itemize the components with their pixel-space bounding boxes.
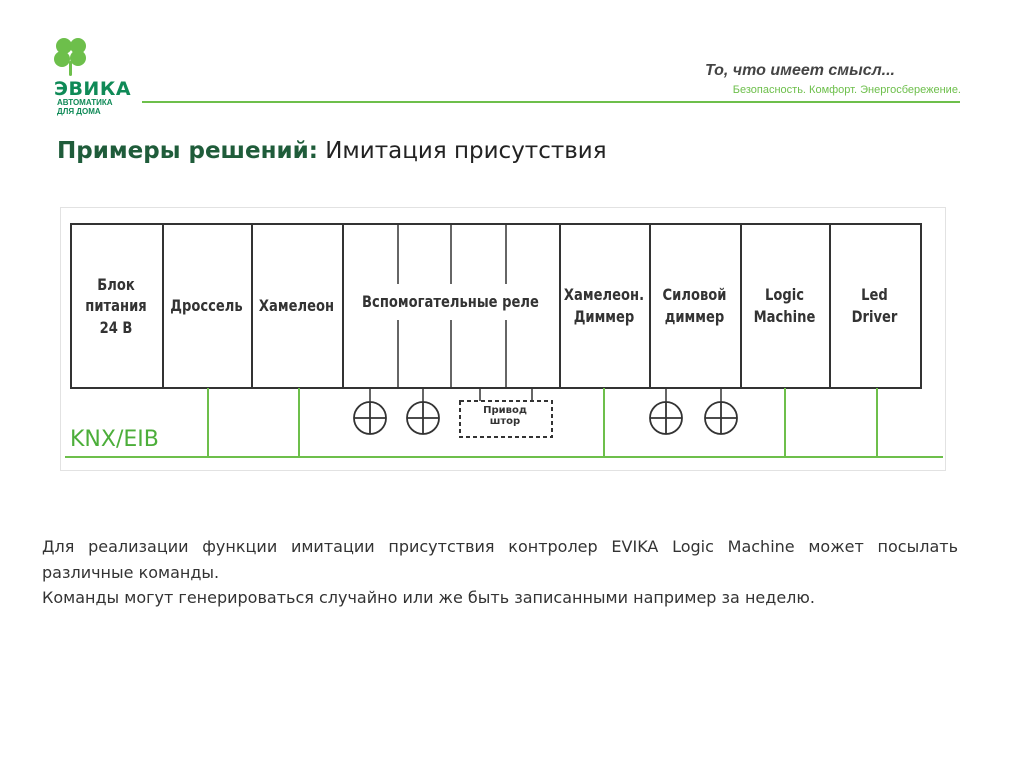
- module-power-supply: Блок питания 24 В: [85, 274, 147, 337]
- description-para-2: Команды могут генерироваться случайно ил…: [42, 588, 815, 608]
- title-rest: Имитация присутствия: [325, 138, 607, 164]
- clover-icon: [54, 38, 86, 76]
- module-logic-machine: Logic Machine: [753, 285, 816, 326]
- description-para-1: Для реализации функции имитации присутст…: [42, 537, 958, 582]
- description: Для реализации функции имитации присутст…: [42, 534, 958, 611]
- module-led-driver: Led Driver: [851, 285, 898, 326]
- title-bold: Примеры решений:: [57, 138, 318, 164]
- lamp-symbol-icon: [353, 401, 738, 435]
- slogan: То, что имеет смысл...: [704, 62, 895, 79]
- module-choke: Дроссель: [170, 296, 243, 316]
- brand-name: ЭВИКА: [54, 78, 132, 100]
- curtain-drive-label: Привод штор: [483, 405, 527, 427]
- module-chameleon: Хамелеон: [258, 296, 335, 316]
- bus-label: KNX/EIB: [70, 427, 159, 452]
- brand-subline-2: для дома: [57, 107, 101, 116]
- module-chameleon-dimmer: Хамелеон. Диммер: [563, 285, 645, 326]
- knx-diagram: [60, 207, 946, 471]
- evika-logo: ЭВИКА автоматика для дома: [50, 36, 140, 116]
- header-divider: [142, 101, 960, 103]
- module-aux-relays: Вспомогательные реле: [361, 284, 540, 320]
- page-title: Примеры решений: Имитация присутствия: [57, 138, 607, 164]
- tagline: Безопасность. Комфорт. Энергосбережение.: [732, 84, 961, 96]
- brand-subline: автоматика: [57, 98, 113, 107]
- module-power-dimmer: Силовой диммер: [662, 285, 727, 326]
- diagram-lines: [65, 223, 943, 458]
